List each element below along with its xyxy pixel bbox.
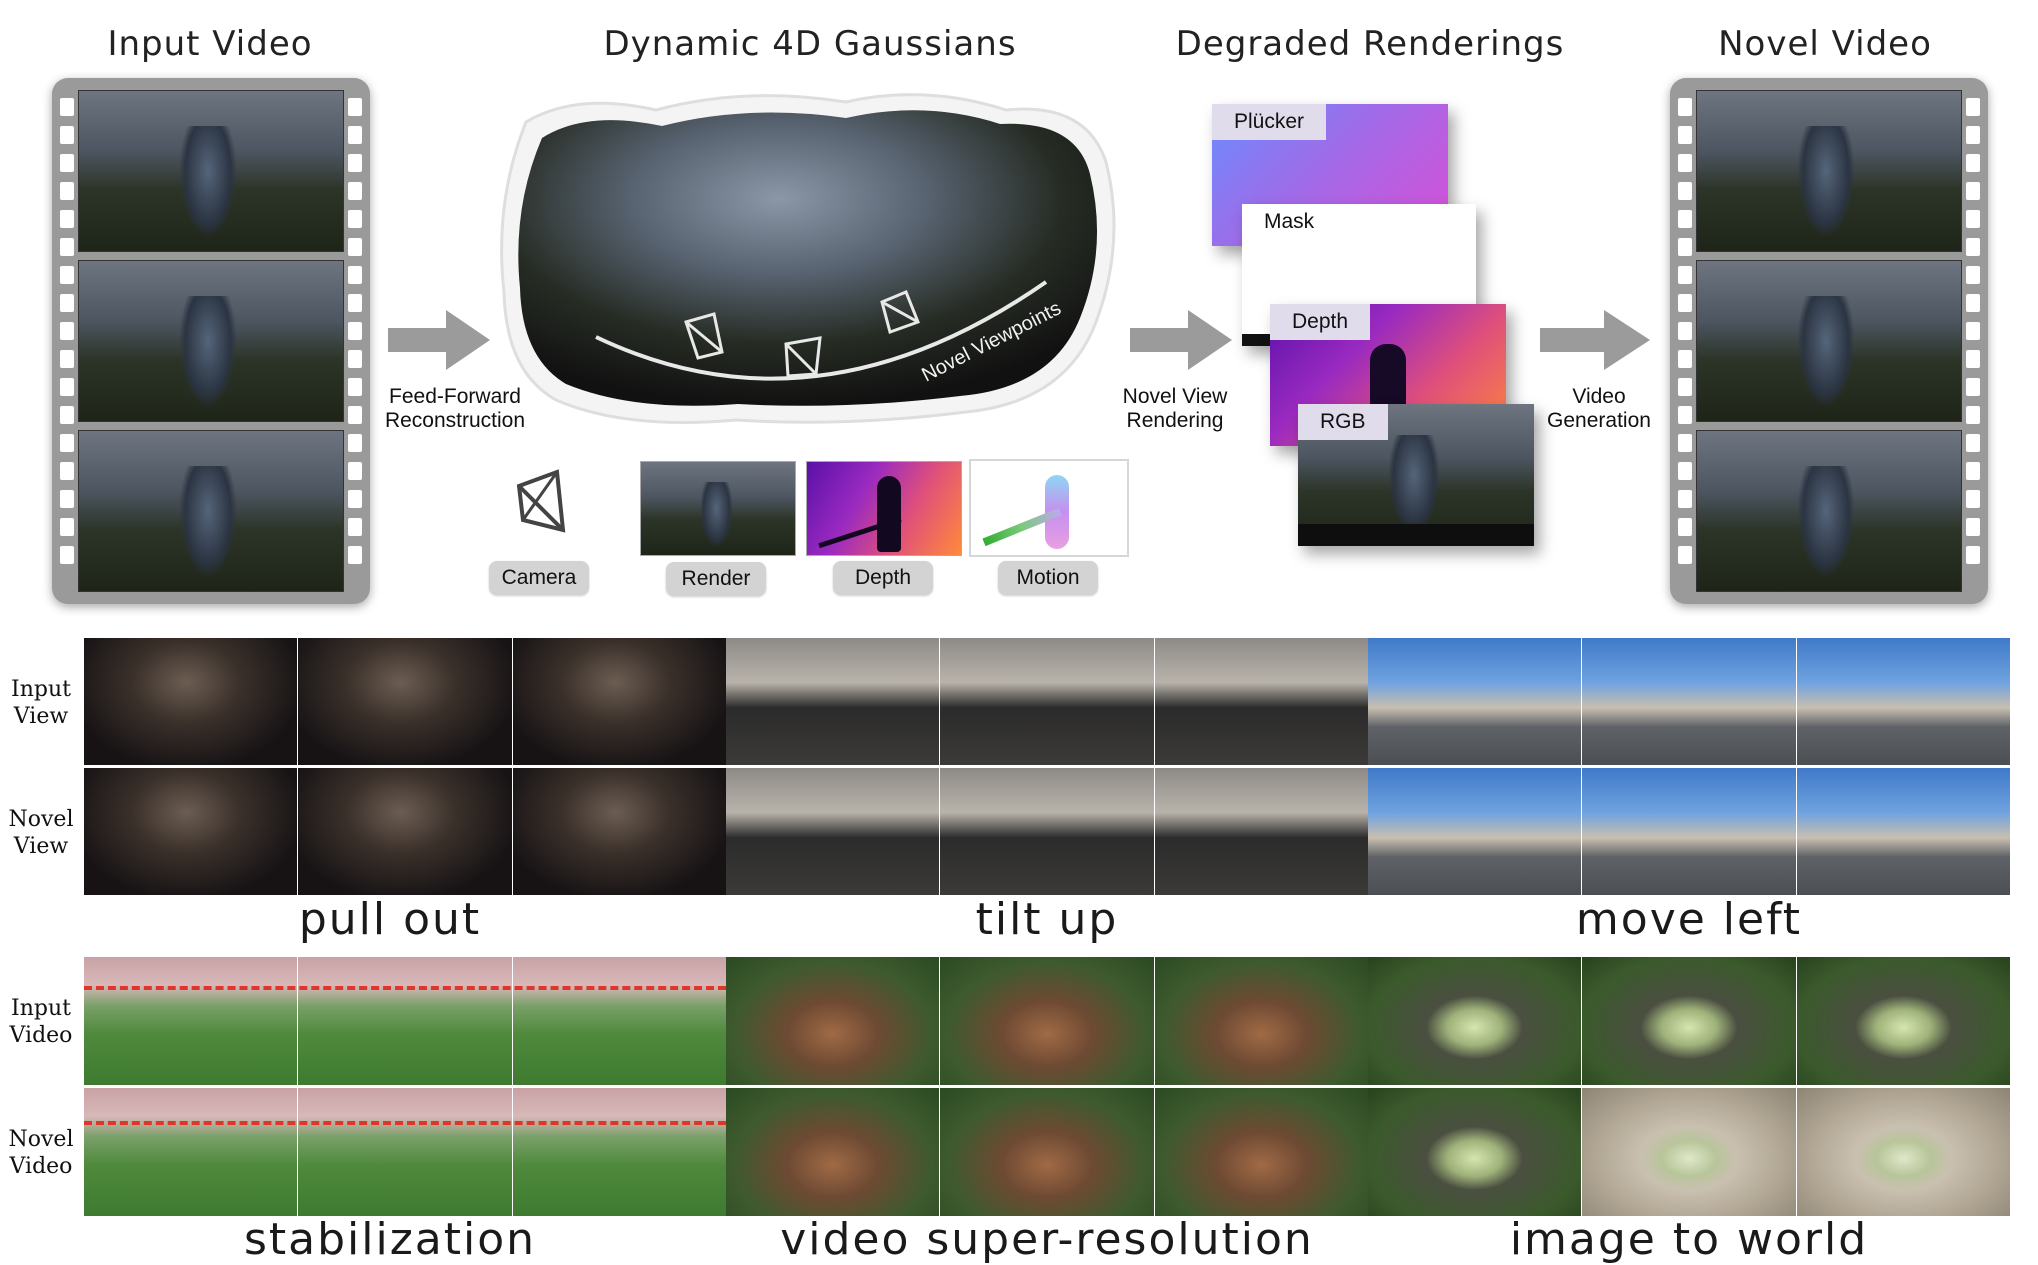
super-resolution-input-row [726, 957, 1368, 1085]
stabilization-novel-row [84, 1088, 726, 1216]
input-frame-1 [78, 90, 344, 252]
input-frame-3 [78, 430, 344, 592]
rgb-tag: RGB [1298, 404, 1388, 440]
row-label-novel-view: Novel View [8, 807, 74, 859]
depth-thumbnail [806, 461, 962, 556]
novel-frame-1 [1696, 90, 1962, 252]
chip-motion: Motion [998, 561, 1098, 595]
arrow-icon [388, 310, 490, 370]
feed-forward-label: Feed-Forward Reconstruction [384, 385, 526, 432]
render-thumbnail [640, 461, 796, 556]
video-generation-label: Video Generation [1547, 385, 1651, 432]
caption-pull-out: pull out [298, 894, 482, 945]
novel-video-title: Novel Video [1718, 24, 1932, 64]
plucker-tag: Plücker [1212, 104, 1327, 140]
horizon-dashed-line [84, 986, 726, 990]
stabilization-input-row [84, 957, 726, 1085]
caption-tilt-up: tilt up [975, 894, 1119, 945]
camera-frustum-icon [684, 290, 920, 378]
caption-image-to-world: image to world [1509, 1214, 1869, 1265]
gaussians-title: Dynamic 4D Gaussians [603, 24, 1017, 64]
input-frame-2 [78, 260, 344, 422]
move-left-novel-row [1368, 768, 2010, 895]
caption-video-super-resolution: video super-resolution [780, 1214, 1314, 1265]
tilt-up-input-row [726, 638, 1368, 765]
arrow-icon [1540, 310, 1650, 370]
row-label-input-video: Input Video [9, 996, 73, 1048]
image-to-world-novel-row [1368, 1088, 2010, 1216]
caption-stabilization: stabilization [243, 1214, 537, 1265]
depth-tag: Depth [1270, 304, 1371, 340]
caption-move-left: move left [1575, 894, 1803, 945]
input-film-strip [52, 78, 370, 604]
row-label-novel-video: Novel Video [8, 1127, 74, 1179]
move-left-input-row [1368, 638, 2010, 765]
pull-out-novel-row [84, 768, 726, 895]
novel-frame-2 [1696, 260, 1962, 422]
motion-thumbnail [969, 459, 1129, 557]
arrow-icon [1130, 310, 1232, 370]
gaussians-scene: Novel Viewpoints [486, 82, 1126, 432]
pull-out-input-row [84, 638, 726, 765]
degraded-title: Degraded Renderings [1175, 24, 1565, 64]
row-label-input-view: Input View [11, 677, 71, 729]
input-video-title: Input Video [107, 24, 313, 64]
image-to-world-input-row [1368, 957, 2010, 1085]
chip-camera: Camera [489, 561, 589, 595]
chip-render: Render [666, 562, 766, 596]
novel-film-strip [1670, 78, 1988, 604]
rgb-card: RGB [1298, 404, 1534, 546]
novel-view-rendering-label: Novel View Rendering [1122, 385, 1228, 432]
mask-tag: Mask [1242, 204, 1337, 240]
tilt-up-novel-row [726, 768, 1368, 895]
super-resolution-novel-row [726, 1088, 1368, 1216]
camera-icon [516, 469, 566, 533]
chip-depth: Depth [833, 561, 933, 595]
novel-frame-3 [1696, 430, 1962, 592]
horizon-dashed-line [84, 1121, 726, 1125]
